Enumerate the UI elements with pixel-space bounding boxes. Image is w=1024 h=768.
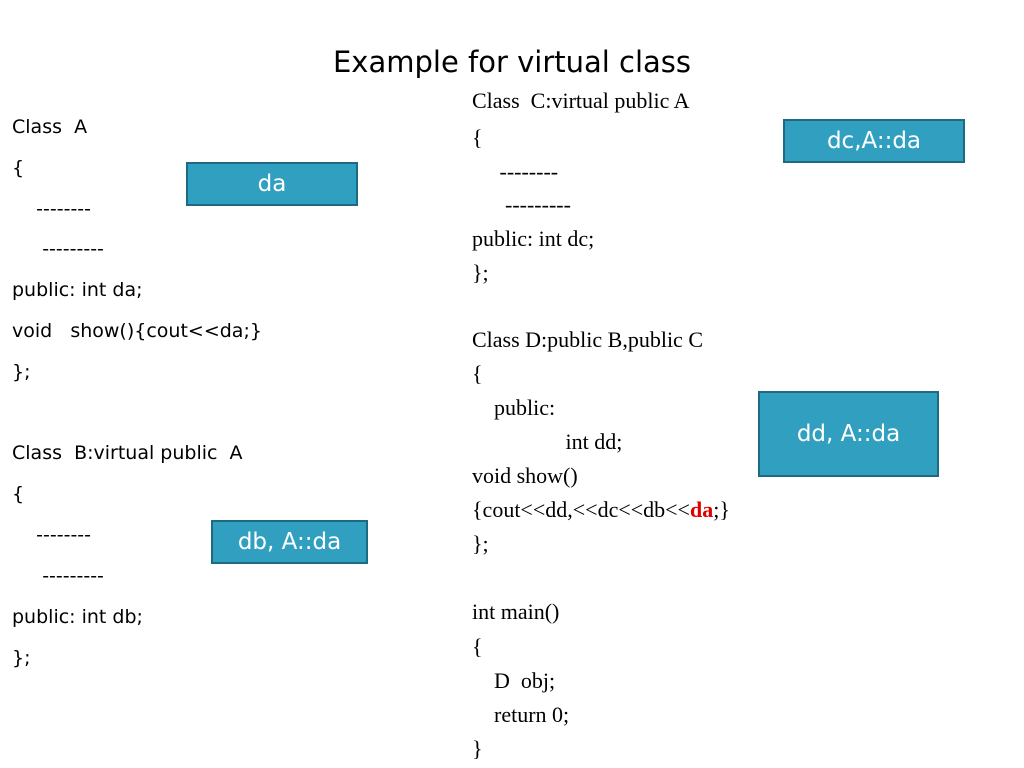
- code-line: {: [12, 157, 25, 179]
- code-line: int main(): [472, 599, 560, 624]
- code-line: {: [472, 361, 483, 386]
- code-line: public: int dc;: [472, 226, 595, 251]
- code-line: Class B:virtual public A: [12, 442, 243, 464]
- code-line: --------: [472, 159, 559, 184]
- code-line: public: int db;: [12, 606, 143, 628]
- code-line: int dd;: [472, 429, 623, 454]
- code-line: };: [472, 260, 489, 285]
- code-line: {: [472, 125, 483, 150]
- code-line: {: [12, 483, 25, 505]
- code-line: };: [12, 647, 31, 669]
- code-line: --------: [12, 198, 92, 220]
- code-line: --------: [12, 524, 92, 546]
- code-line: }: [472, 736, 483, 761]
- code-line: };: [12, 361, 31, 383]
- code-line: ---------: [12, 565, 104, 587]
- code-line: ---------: [12, 238, 104, 260]
- code-line: Class A: [12, 116, 88, 138]
- highlighted-da: da: [689, 497, 714, 522]
- code-line: ---------: [472, 192, 571, 217]
- code-line: D obj;: [472, 668, 556, 693]
- code-line: void show(){cout<<da;}: [12, 320, 262, 342]
- code-line: public:: [472, 395, 556, 420]
- code-line: Class C:virtual public A: [472, 88, 690, 113]
- cout-suffix: ;}: [713, 497, 730, 522]
- code-line: };: [472, 531, 489, 556]
- code-line: {: [472, 634, 483, 659]
- code-line: void show(): [472, 463, 578, 488]
- code-line: Class D:public B,public C: [472, 327, 703, 352]
- callout-dc-a-da: dc,A::da: [783, 119, 965, 163]
- callout-da: da: [186, 162, 358, 206]
- callout-db-a-da: db, A::da: [211, 520, 368, 564]
- code-line: return 0;: [472, 702, 570, 727]
- cout-prefix: {cout<<dd,<<dc<<db<<: [472, 497, 690, 522]
- callout-dd-a-da: dd, A::da: [758, 391, 939, 477]
- code-line-cout: {cout<<dd,<<dc<<db<<da;}: [472, 497, 730, 523]
- code-line: public: int da;: [12, 279, 143, 301]
- slide-title: Example for virtual class: [332, 45, 692, 79]
